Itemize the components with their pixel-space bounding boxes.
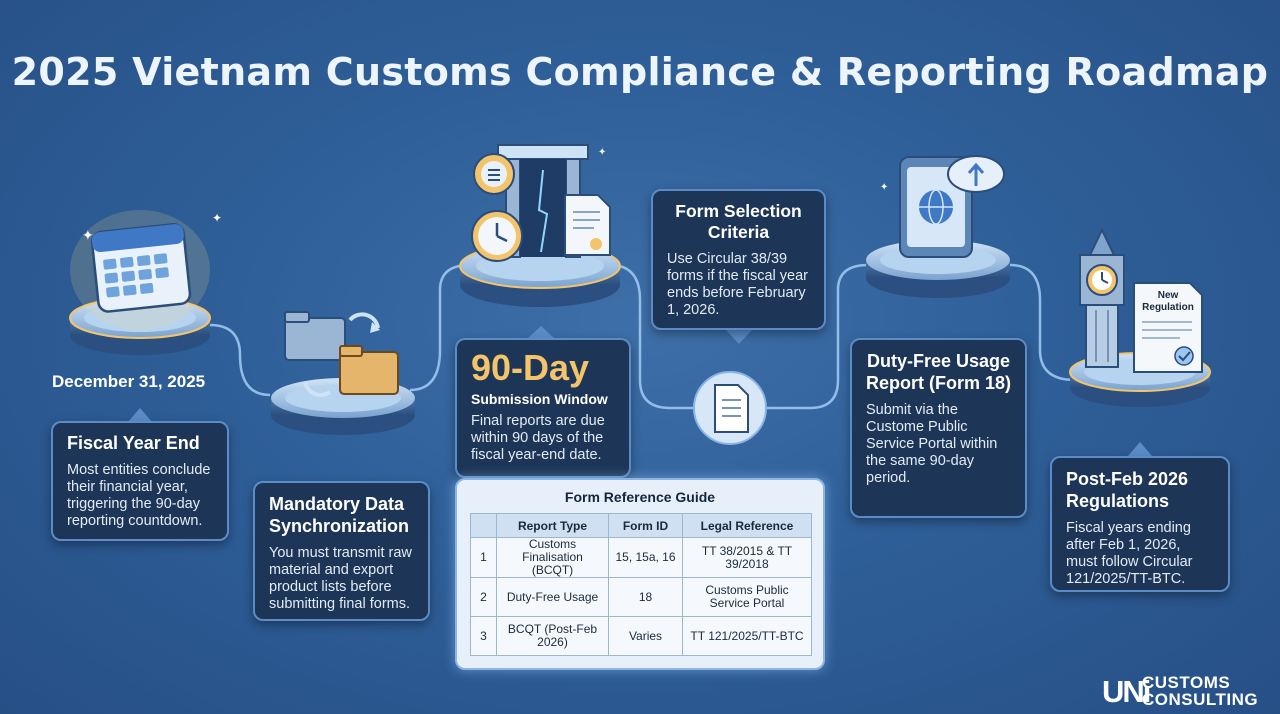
ninety-day-card: 90-Day Submission Window Final reports a… xyxy=(455,338,631,478)
roadmap-connector xyxy=(209,263,1076,410)
clock-tower-icon xyxy=(1079,227,1125,368)
table-cell: TT 38/2015 & TT 39/2018 xyxy=(682,537,812,578)
column-header xyxy=(470,513,497,538)
svg-text:✦: ✦ xyxy=(82,227,94,243)
tablet-globe-icon: ✦ xyxy=(880,155,1005,258)
card-pointer xyxy=(528,326,554,338)
new-regulation-label: New Regulation xyxy=(1142,290,1194,313)
regulation-document-icon xyxy=(1133,282,1203,373)
coin-icon xyxy=(473,153,515,195)
document-icon: ✦ xyxy=(564,147,611,256)
table-row: 3 BCQT (Post-Feb 2026) Varies TT 121/202… xyxy=(470,616,812,656)
gate-platform xyxy=(459,243,621,307)
svg-text:✦: ✦ xyxy=(212,211,222,225)
card-title: Post-Feb 2026 Regulations xyxy=(1066,469,1189,511)
folder-sync-icon xyxy=(284,311,399,397)
svg-text:✦: ✦ xyxy=(598,147,606,158)
card-text: Fiscal years ending after Feb 1, 2026, m… xyxy=(1066,520,1193,587)
card-text: Submit via the Custome Public Service Po… xyxy=(866,402,998,486)
table-cell: 15, 15a, 16 xyxy=(608,537,683,578)
column-header: Legal Reference xyxy=(682,513,812,538)
table-header-row: Report Type Form ID Legal Reference xyxy=(470,513,812,538)
data-sync-card: Mandatory Data Synchronization You must … xyxy=(253,481,430,621)
table-cell: Customs Public Service Portal xyxy=(682,577,812,617)
table-cell: 18 xyxy=(608,577,683,617)
card-pointer xyxy=(1128,442,1152,456)
table-cell: 1 xyxy=(470,537,497,578)
logo-mark: UNi xyxy=(1102,674,1151,709)
logo-text-line2: CONSULTING xyxy=(1142,690,1259,709)
table-row: 1 Customs Finalisation (BCQT) 15, 15a, 1… xyxy=(470,537,812,578)
card-text: Most entities conclude their financial y… xyxy=(67,462,211,529)
card-title: Fiscal Year End xyxy=(67,433,200,453)
svg-text:✦: ✦ xyxy=(880,182,888,193)
post-feb-card: Post-Feb 2026 Regulations Fiscal years e… xyxy=(1050,456,1230,592)
table-cell: TT 121/2025/TT-BTC xyxy=(682,616,812,656)
column-header: Report Type xyxy=(496,513,609,538)
form-reference-guide: Form Reference Guide Report Type Form ID… xyxy=(455,478,825,670)
card-subtitle: Submission Window xyxy=(471,391,608,407)
card-pointer xyxy=(128,408,152,422)
card-title: Mandatory Data Synchronization xyxy=(269,494,410,536)
fiscal-year-end-card: Fiscal Year End Most entities conclude t… xyxy=(51,421,229,541)
table-row: 2 Duty-Free Usage 18 Customs Public Serv… xyxy=(470,577,812,617)
table-cell: Duty-Free Usage xyxy=(496,577,609,617)
card-title: Duty-Free Usage Report (Form 18) xyxy=(866,351,1012,393)
column-header: Form ID xyxy=(608,513,683,538)
card-title: Form Selection Criteria xyxy=(675,201,802,242)
clock-icon xyxy=(471,210,523,262)
form-selection-card: Form Selection Criteria Use Circular 38/… xyxy=(651,189,826,330)
milestone-date: December 31, 2025 xyxy=(52,372,206,391)
table-cell: 3 xyxy=(470,616,497,656)
table-cell: BCQT (Post-Feb 2026) xyxy=(496,616,609,656)
table-cell: 2 xyxy=(470,577,497,617)
table-cell: Varies xyxy=(608,616,683,656)
document-node-icon xyxy=(693,371,767,445)
logo-text-line1: CUSTOMS xyxy=(1142,673,1231,692)
reference-table: Report Type Form ID Legal Reference 1 Cu… xyxy=(470,513,812,656)
page-title: 2025 Vietnam Customs Compliance & Report… xyxy=(11,50,1269,94)
card-text: You must transmit raw material and expor… xyxy=(269,545,412,612)
duty-free-card: Duty-Free Usage Report (Form 18) Submit … xyxy=(850,338,1027,518)
calendar-icon: ✦ ✦ xyxy=(70,210,222,330)
card-pointer xyxy=(726,330,752,344)
reference-guide-title: Form Reference Guide xyxy=(564,489,716,505)
table-cell: Customs Finalisation (BCQT) xyxy=(496,537,609,578)
card-text: Use Circular 38/39 forms if the fiscal y… xyxy=(667,251,809,318)
card-text: Final reports are due within 90 days of … xyxy=(471,413,605,463)
card-big-title: 90-Day xyxy=(471,347,590,388)
